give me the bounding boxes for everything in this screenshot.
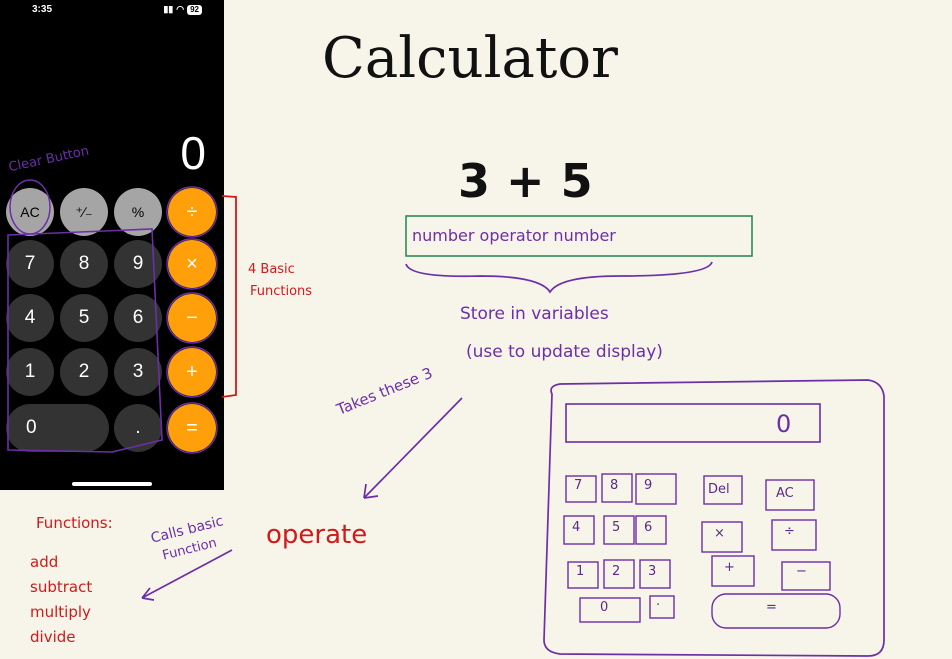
battery-icon: 92 [187,4,202,15]
sketch-key: 0 [600,600,609,615]
key-1-1[interactable]: 8 [60,240,108,288]
key-1-0[interactable]: 7 [6,240,54,288]
key-2-3[interactable]: − [168,294,216,342]
sketch-key: ÷ [784,524,795,539]
expression-box [405,215,753,257]
store-note-line1: Store in variables [460,304,609,324]
key-0-1[interactable]: ⁺∕₋ [60,188,108,236]
page-title: Calculator [322,26,618,91]
key-0-3[interactable]: ÷ [168,188,216,236]
brace [405,261,713,294]
wifi-icon: ◠ [176,4,185,14]
sketch-key: 2 [612,564,621,579]
sketch-key: · [656,598,661,613]
operate-function: operate [266,520,368,550]
sketch-key: = [766,600,777,615]
sketch-frame [543,379,885,657]
calculator-display: 0 [180,127,206,179]
sketch-display-value: 0 [776,410,792,438]
key-4-1[interactable]: . [114,404,162,452]
sketch-key: 4 [572,520,581,535]
key-4-2[interactable]: = [168,404,216,452]
sketch-key: 3 [648,564,657,579]
key-3-1[interactable]: 2 [60,348,108,396]
sketch-key: 7 [574,478,583,493]
status-time: 3:35 [32,4,53,15]
sketch-key: AC [776,486,794,501]
arrow-to-operate [363,397,463,499]
functions-list-title: Functions: [36,514,113,532]
basic-functions-line2: Functions [250,284,313,299]
function-item: multiply [30,603,91,621]
key-3-3[interactable]: + [168,348,216,396]
key-2-1[interactable]: 5 [60,294,108,342]
basic-functions-line1: 4 Basic [248,262,295,277]
key-2-0[interactable]: 4 [6,294,54,342]
key-0-0[interactable]: AC [6,188,54,236]
home-indicator [72,482,152,486]
signal-icon: ▮▮ [163,4,174,14]
clear-button-circle [9,179,51,235]
sketch-key: Del [708,482,730,497]
status-icons: ▮▮ ◠ 92 [163,4,202,15]
sketch-key: − [796,564,807,579]
sketch-key: 6 [644,520,653,535]
number-pad-box [7,228,163,453]
sketch-key: 5 [612,520,621,535]
key-1-3[interactable]: × [168,240,216,288]
key-4-0[interactable]: 0 [6,404,109,452]
key-0-2[interactable]: % [114,188,162,236]
function-item: subtract [30,578,93,596]
function-item: divide [30,628,76,646]
key-3-2[interactable]: 3 [114,348,162,396]
expression-parts: number operator number [412,226,616,245]
sketch-key: + [724,560,735,575]
sketch-key: 8 [610,478,619,493]
key-3-0[interactable]: 1 [6,348,54,396]
arrow-to-functions [141,549,233,601]
sketch-key: 1 [576,564,585,579]
operator-bracket [221,195,237,398]
sketch-key: × [714,526,725,541]
expression-example: 3 + 5 [458,154,593,208]
sketch-display-box [565,403,821,443]
key-2-2[interactable]: 6 [114,294,162,342]
function-item: add [30,553,59,571]
store-note-line2: (use to update display) [466,342,663,362]
sketch-key: 9 [644,478,653,493]
functions-list: add subtract multiply divide [30,550,92,650]
